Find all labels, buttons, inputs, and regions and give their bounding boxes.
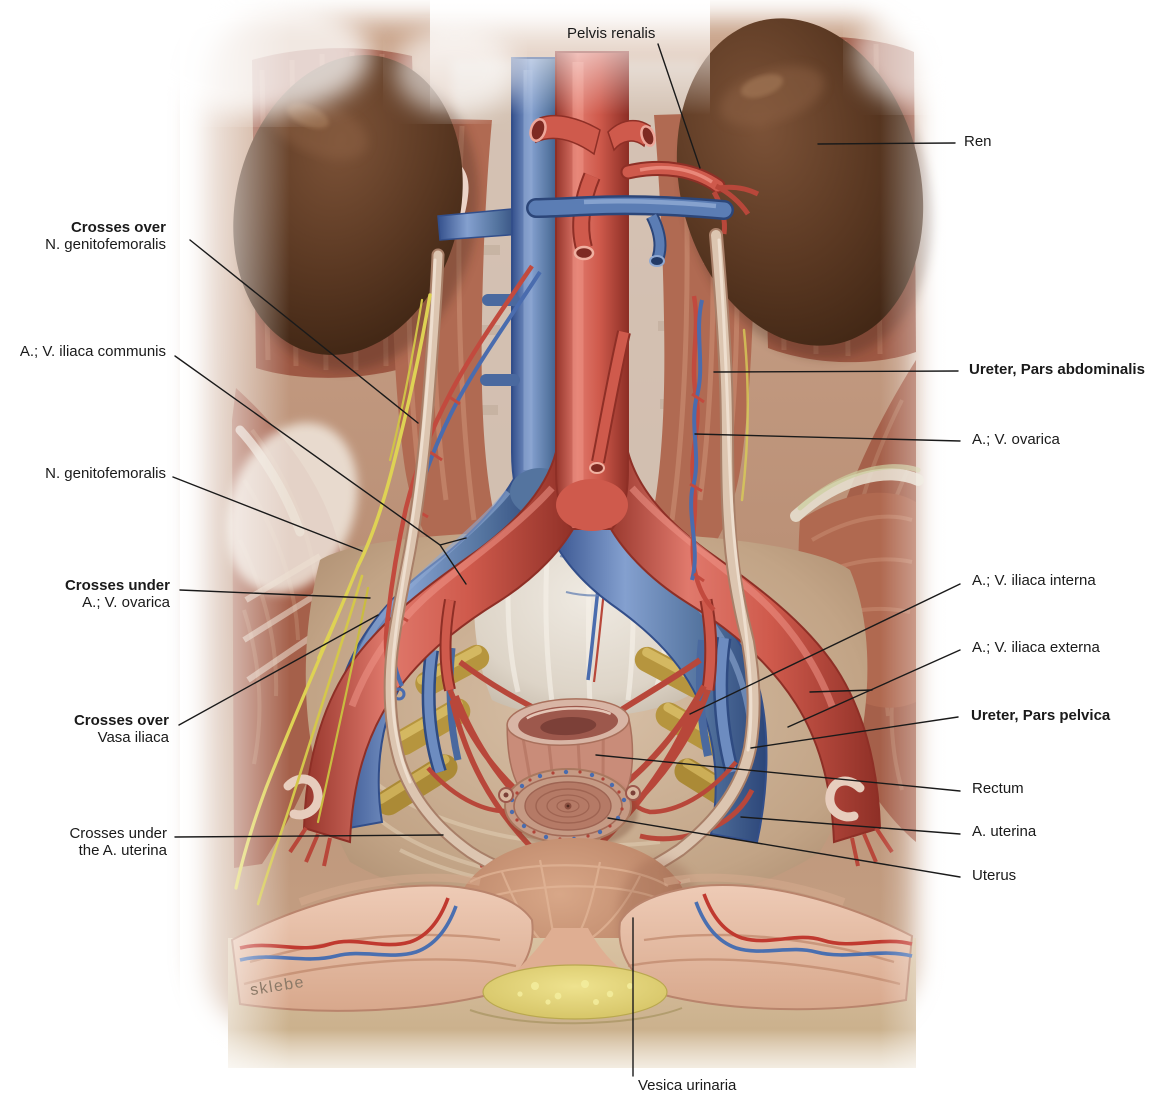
leader-rectum xyxy=(595,754,961,792)
ureter-left xyxy=(383,248,579,893)
leader-lines xyxy=(172,43,961,1077)
leader-iliaca-externa xyxy=(787,649,961,728)
kidney-left xyxy=(233,55,479,371)
kidney-right xyxy=(676,18,933,359)
leader-ovarica xyxy=(694,433,961,442)
label-crosses-over-vasa-iliaca: Crosses over Vasa iliaca xyxy=(73,712,169,746)
label-ureter-pars-abdominalis: Ureter, Pars abdominalis xyxy=(969,361,1145,378)
label-iliaca-communis: A.; V. iliaca communis xyxy=(19,343,166,360)
label-ren: Ren xyxy=(964,133,992,150)
label-ureter-pars-pelvica: Ureter, Pars pelvica xyxy=(971,707,1111,724)
label-uterus: Uterus xyxy=(972,867,1017,884)
lower-body-wall xyxy=(228,873,916,1068)
leader-n-genitofemoralis xyxy=(172,476,363,552)
leader-iliaca-communis-vein xyxy=(439,544,467,585)
leader-iliaca-externa-artery xyxy=(809,689,873,693)
label-pelvis-renalis: Pelvis renalis xyxy=(567,25,656,42)
leader-a-uterina xyxy=(740,816,961,835)
leader-uterus xyxy=(607,817,961,878)
label-n-genitofemoralis: N. genitofemoralis xyxy=(45,465,166,482)
leader-ureter-pars-pelvica xyxy=(750,716,959,749)
aorta-and-iliac-arteries xyxy=(283,51,894,889)
leader-crosses-under-a-uterina xyxy=(174,834,444,838)
ureter-right xyxy=(607,228,761,891)
renal-vein xyxy=(526,195,734,267)
label-crosses-under-a-uterina: Crosses under the A. uterina xyxy=(69,825,167,859)
label-iliaca-interna: A.; V. iliaca interna xyxy=(972,572,1096,589)
label-rectum: Rectum xyxy=(972,780,1024,797)
leader-crosses-over-genitofemoralis xyxy=(189,239,419,424)
ovarian-vessels-right xyxy=(689,295,716,612)
label-a-uterina: A. uterina xyxy=(972,823,1037,840)
label-ovarica: A.; V. ovarica xyxy=(972,431,1060,448)
leader-iliaca-interna xyxy=(689,583,961,715)
leader-ren xyxy=(817,142,956,145)
leader-pelvis-renalis xyxy=(657,43,701,169)
leader-ureter-pars-abdominalis xyxy=(713,370,959,373)
label-crosses-under-ovarica: Crosses under A.; V. ovarica xyxy=(64,577,170,611)
label-iliaca-externa: A.; V. iliaca externa xyxy=(972,639,1100,656)
leader-crosses-over-vasa-iliaca xyxy=(178,614,379,726)
leader-crosses-under-ovarica xyxy=(179,589,371,599)
label-vesica-urinaria: Vesica urinaria xyxy=(638,1077,737,1094)
label-crosses-over-genitofemoralis: Crosses over N. genitofemoralis xyxy=(45,219,166,253)
